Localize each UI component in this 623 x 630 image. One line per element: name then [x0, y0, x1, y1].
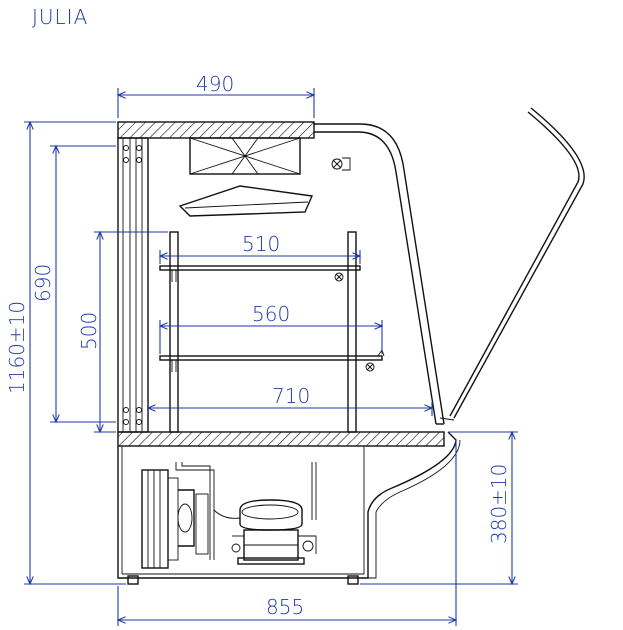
- evaporator-unit: [189, 137, 301, 175]
- shelf-upper: [159, 265, 361, 271]
- compressor-unit: [213, 462, 317, 565]
- shelf-upright-front: [347, 231, 357, 433]
- dimension-lines: [24, 88, 518, 626]
- light-deflector: [178, 185, 314, 217]
- condenser-unit: [141, 462, 215, 569]
- opened-glass-panel: [449, 111, 580, 417]
- cabinet-structure: [117, 107, 585, 585]
- front-glass: [314, 123, 445, 425]
- deck-slab: [117, 431, 445, 447]
- back-wall: [117, 137, 149, 433]
- dim-shelf-height: 500: [77, 312, 101, 350]
- valve-symbol: [331, 157, 351, 171]
- dim-base-depth: 710: [272, 384, 310, 408]
- dim-shelf-mid: 560: [252, 302, 290, 326]
- base-cabinet: [117, 431, 457, 579]
- foot-front: [347, 575, 359, 585]
- shelf-lower: [159, 355, 383, 361]
- dim-upper-height: 690: [31, 264, 55, 302]
- top-slab: [117, 121, 315, 139]
- drawing-title: JULIA: [32, 5, 89, 29]
- dim-total-height: 1160±10: [5, 301, 29, 394]
- dim-base-height: 380±10: [487, 464, 511, 544]
- dim-top-width: 490: [196, 72, 234, 96]
- shelf-upright-back: [169, 231, 179, 433]
- foot-back: [127, 575, 139, 585]
- dim-total-depth: 855: [266, 595, 304, 619]
- dim-shelf-top: 510: [242, 232, 280, 256]
